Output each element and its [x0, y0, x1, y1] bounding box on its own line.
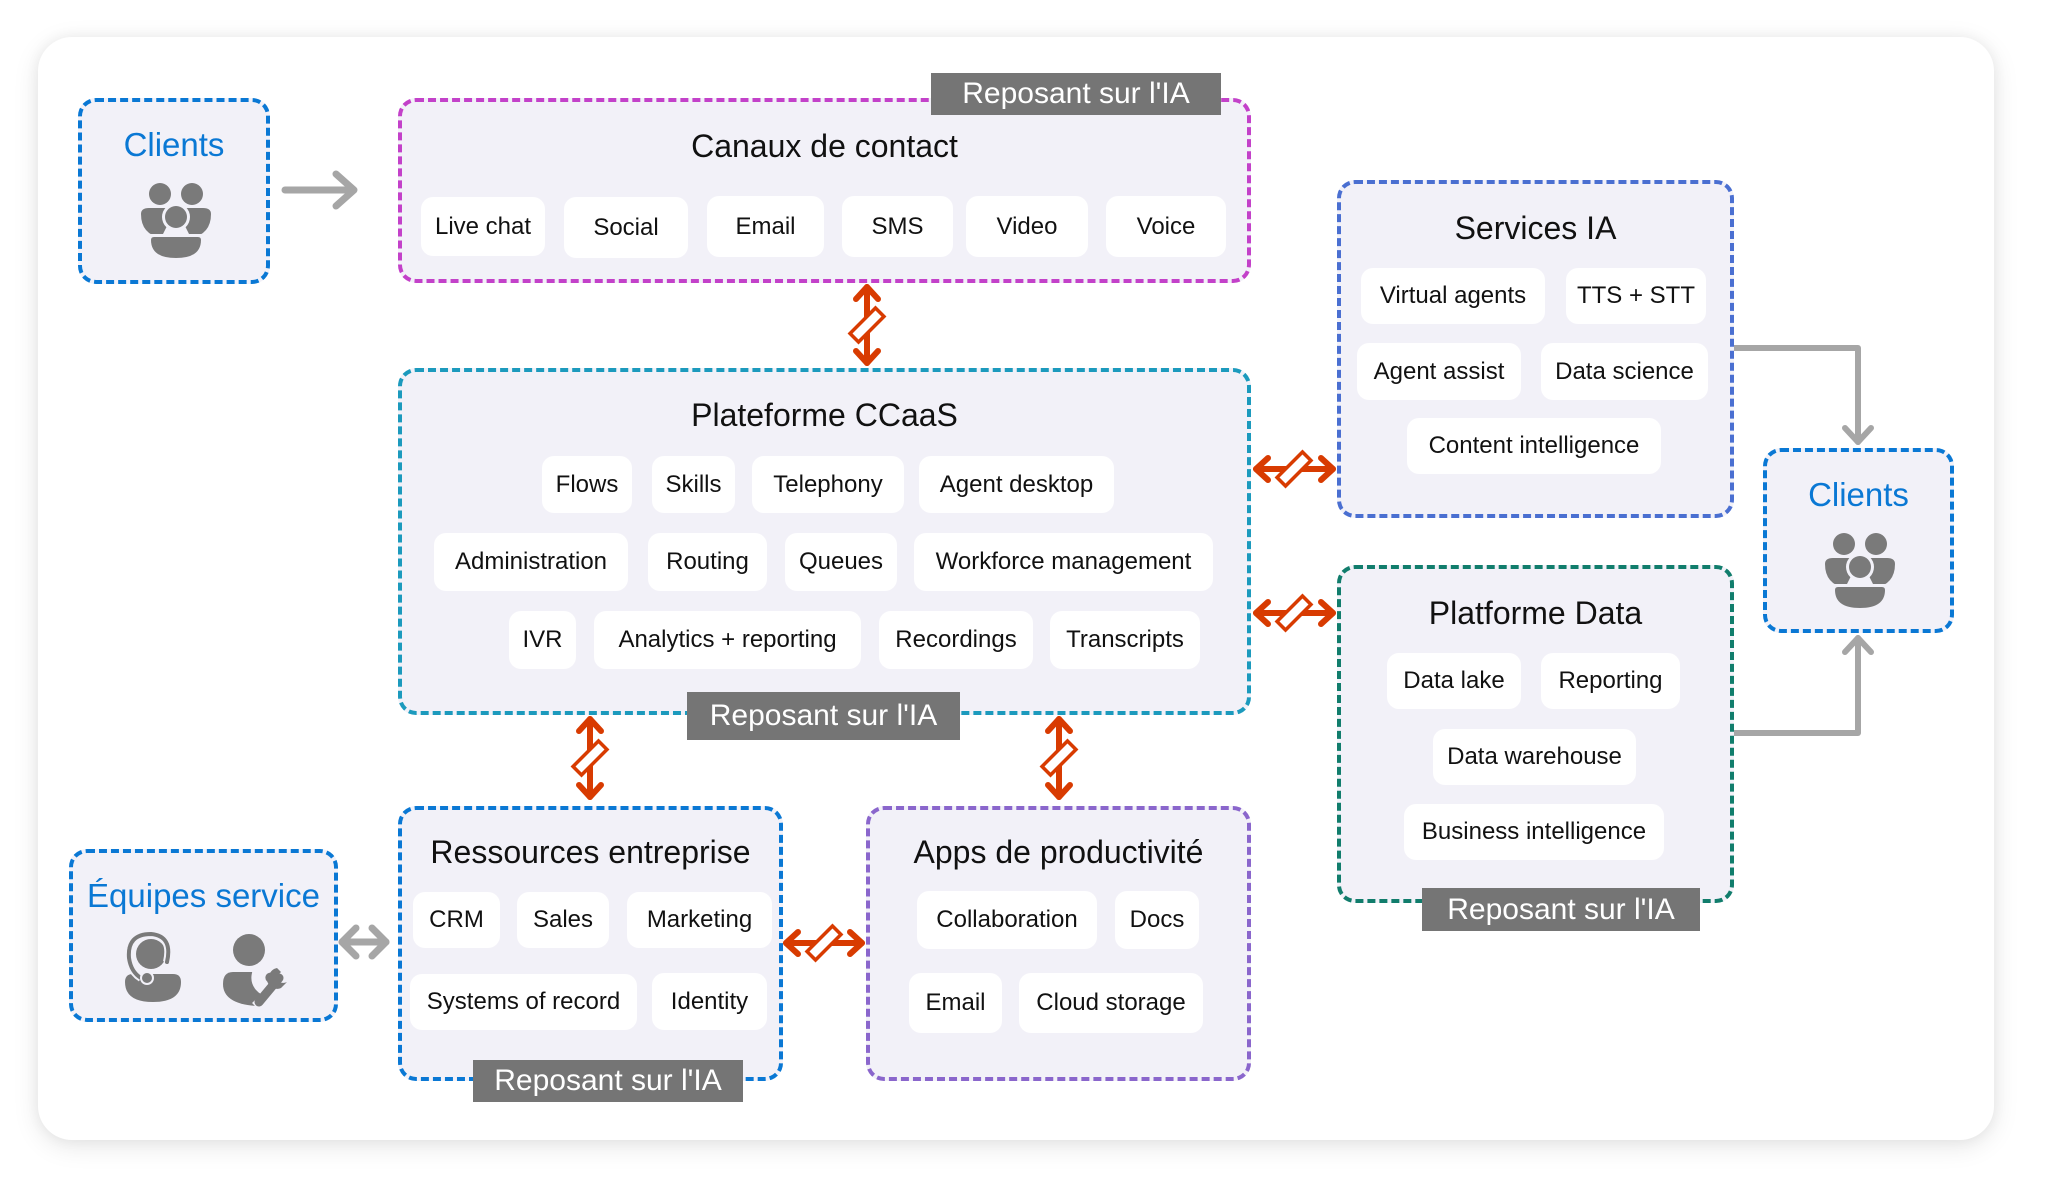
enterprise-ai-badge: Reposant sur l'IA [473, 1060, 743, 1102]
productivity-item-email: Email [909, 973, 1002, 1033]
ccaas-item-skills: Skills [652, 456, 735, 513]
ccaas-item-agent-desktop: Agent desktop [919, 456, 1114, 513]
ccaas-item-flows: Flows [542, 456, 632, 513]
ccaas-item-workforce-management: Workforce management [914, 533, 1213, 591]
ccaas-item-ivr: IVR [509, 611, 576, 669]
ccaas-item-recordings: Recordings [879, 611, 1033, 669]
enterprise-item-systems-of-record: Systems of record [410, 974, 637, 1030]
productivity-item-docs: Docs [1115, 891, 1199, 949]
contact-channels-ai-badge: Reposant sur l'IA [931, 73, 1221, 115]
data-item-data-warehouse: Data warehouse [1433, 729, 1636, 785]
ai-item-agent-assist: Agent assist [1357, 343, 1521, 400]
service-teams-title: Équipes service [87, 877, 320, 914]
ai-item-virtual-agents: Virtual agents [1361, 268, 1545, 324]
clients-right-title: Clients [1808, 476, 1909, 513]
productivity-item-collaboration: Collaboration [917, 891, 1097, 949]
ai-item-content-intelligence: Content intelligence [1407, 418, 1661, 474]
data-item-reporting: Reporting [1541, 653, 1680, 709]
productivity-item-cloud-storage: Cloud storage [1019, 973, 1203, 1033]
ccaas-item-telephony: Telephony [752, 456, 904, 513]
data-platform-title: Platforme Data [1428, 595, 1643, 631]
data-platform-ai-badge: Reposant sur l'IA [1422, 888, 1700, 931]
channel-social: Social [564, 197, 688, 258]
ccaas-item-queues: Queues [785, 533, 897, 591]
channel-voice: Voice [1106, 196, 1226, 257]
enterprise-item-marketing: Marketing [627, 892, 772, 948]
people-group-icon [1825, 533, 1895, 610]
data-item-business-intelligence: Business intelligence [1404, 804, 1664, 860]
enterprise-item-crm: CRM [413, 892, 500, 948]
ccaas-ai-badge: Reposant sur l'IA [687, 692, 960, 740]
ai-services-title: Services IA [1454, 210, 1617, 246]
channel-video: Video [966, 196, 1088, 257]
ai-item-data-science: Data science [1541, 343, 1708, 400]
service-teams-box: Équipes service [69, 849, 338, 1022]
ccaas-item-analytics-reporting: Analytics + reporting [594, 611, 861, 669]
enterprise-resources-title: Ressources entreprise [430, 834, 751, 870]
clients-left-box: Clients [78, 98, 270, 284]
headset-person-icon [124, 930, 181, 1002]
channel-email: Email [707, 196, 824, 257]
enterprise-item-identity: Identity [652, 973, 767, 1030]
ai-item-tts-stt: TTS + STT [1566, 268, 1706, 324]
enterprise-item-sales: Sales [517, 892, 609, 948]
person-wrench-icon [223, 934, 288, 1008]
productivity-apps-title: Apps de productivité [913, 834, 1204, 870]
ccaas-platform-title: Plateforme CCaaS [691, 397, 958, 433]
data-item-data-lake: Data lake [1387, 653, 1521, 709]
channel-live-chat: Live chat [421, 197, 545, 256]
ccaas-item-transcripts: Transcripts [1050, 611, 1200, 669]
contact-channels-title: Canaux de contact [691, 128, 958, 164]
people-group-icon [141, 183, 211, 260]
ccaas-item-administration: Administration [434, 533, 628, 591]
clients-left-title: Clients [123, 126, 225, 163]
channel-sms: SMS [842, 196, 953, 257]
clients-right-box: Clients [1763, 448, 1954, 633]
ccaas-item-routing: Routing [648, 533, 767, 591]
